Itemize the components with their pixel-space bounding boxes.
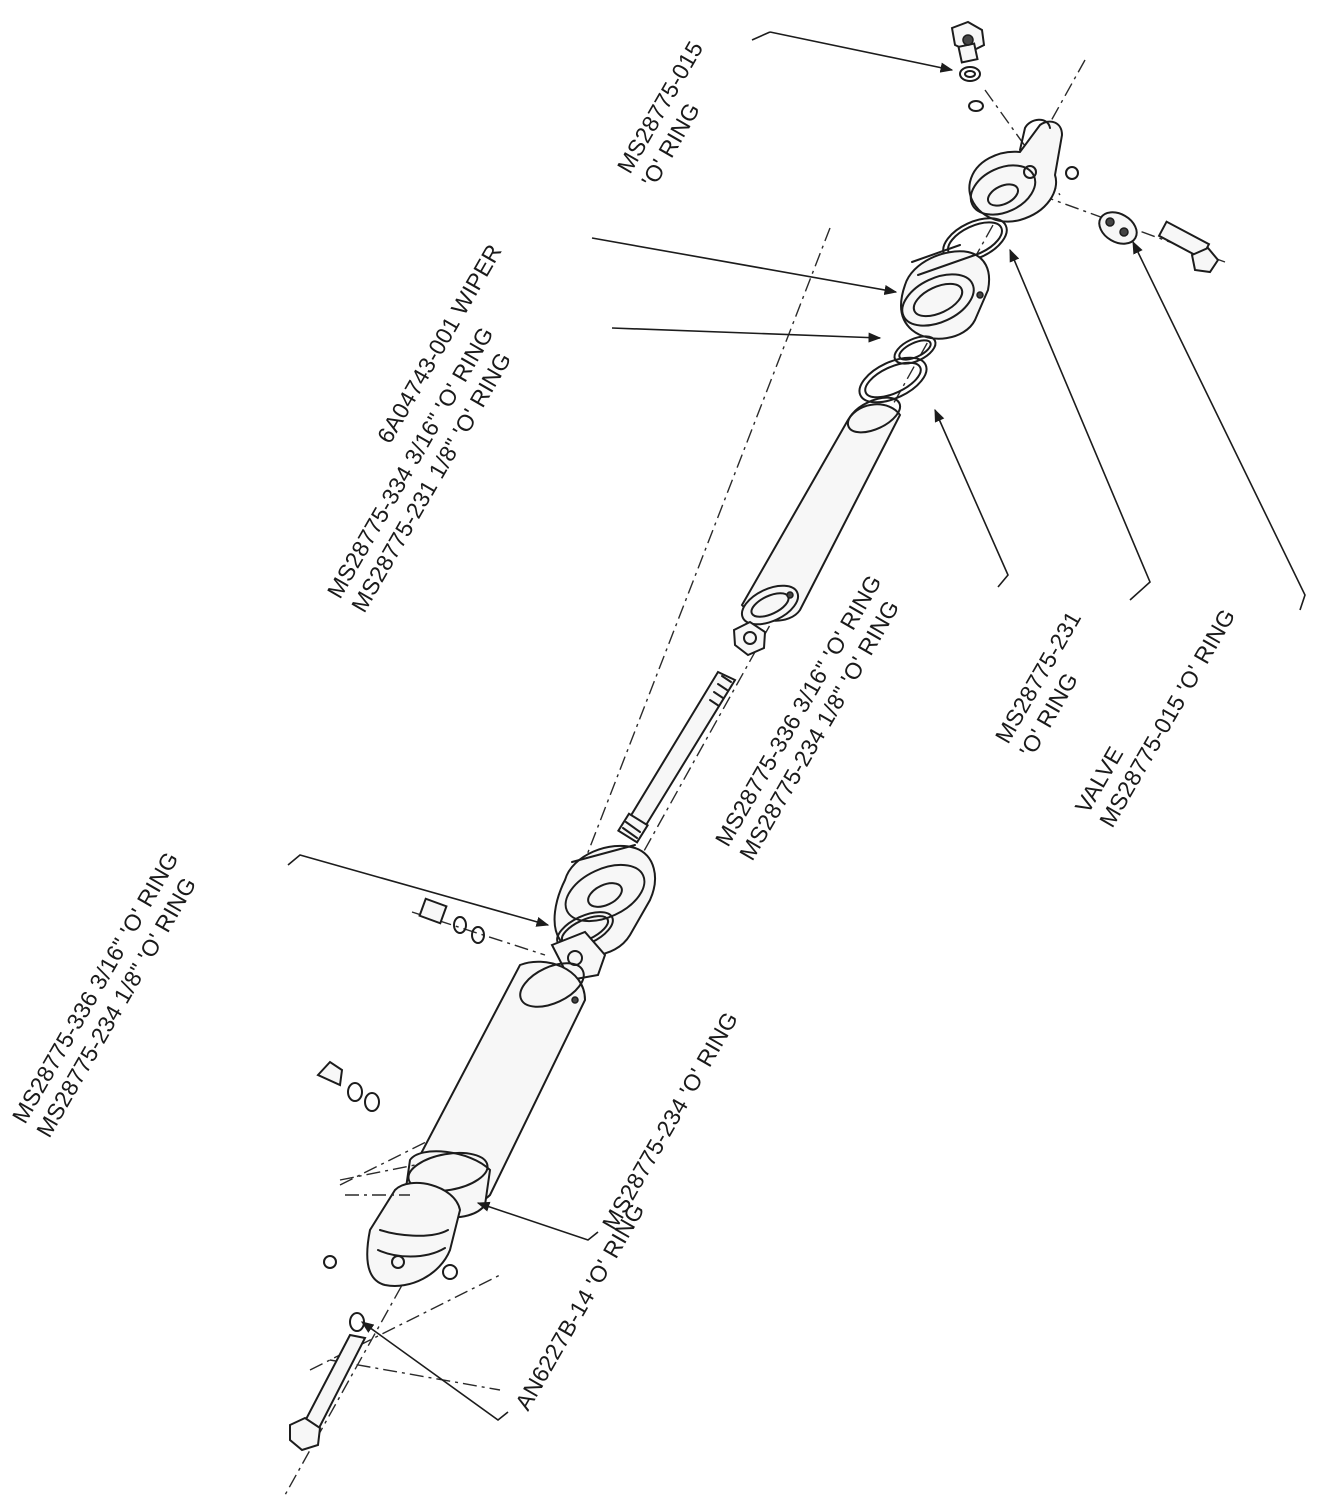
label-lower-rings: MS28775-336 3/16" 'O' RING MS28775-234 1… [7,847,202,1142]
label-valve: VALVE MS28775-015 'O' RING [1070,604,1240,831]
leaders [287,31,1306,1422]
label-text: MS28775-015 'O' RING [1094,604,1240,831]
label-mid-rings: MS28775-336 3/16" 'O' RING MS28775-234 1… [710,570,905,864]
label-ms28775-015-top: MS28775-015 'O' RING [612,37,708,192]
rod-nut [732,620,767,657]
an6227-o-ring [349,1312,365,1332]
label-text: AN6227B-14 'O' RING [510,1199,650,1415]
valve [1098,211,1220,274]
top-o-ring-015 [959,66,981,82]
label-text: MS28775-334 3/16" 'O' RING [322,322,499,602]
label-ms28775-234: MS28775-234 'O' RING [597,1007,743,1234]
lower-rod-end [289,1333,367,1452]
bolt-washers-lower [316,1060,380,1112]
label-an6227b-14: AN6227B-14 'O' RING [510,1199,650,1415]
top-end-head [968,118,1079,223]
piston-rod [616,670,737,844]
label-text: MS28775-234 1/8" 'O' RING [31,873,201,1142]
piston-head [553,844,656,957]
label-ms28775-231: MS28775-231 'O' RING [990,607,1086,762]
o-ring-334 [858,356,928,404]
top-nut [950,20,986,64]
label-text: MS28775-336 3/16" 'O' RING [7,847,184,1127]
label-text: MS28775-234 'O' RING [597,1007,743,1234]
lower-clevis [323,1181,462,1287]
small-washer [968,100,984,112]
label-text: MS28775-231 1/8" 'O' RING [346,348,516,617]
upper-tube [740,396,902,626]
wiper [899,244,990,340]
bolt-washers-upper [418,897,485,944]
